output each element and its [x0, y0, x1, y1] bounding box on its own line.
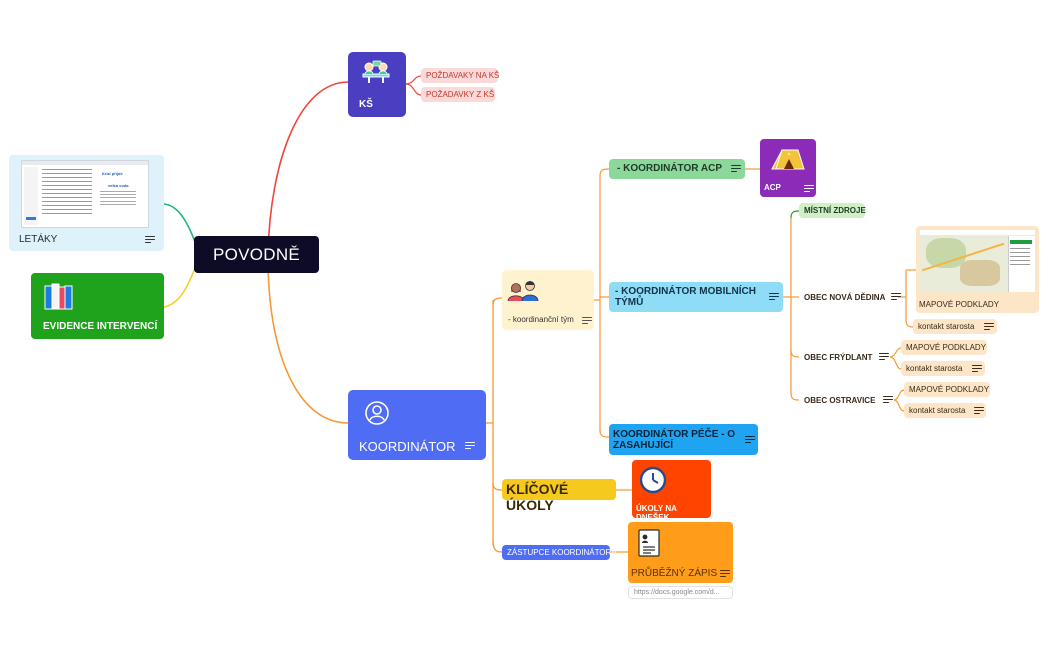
map-card-label: MAPOVÉ PODKLADY	[919, 300, 1000, 309]
tym-label: - koordinanční tým	[508, 315, 574, 324]
mobil-node[interactable]: - KOORDINÁTOR MOBILNÍCH TÝMŮ	[609, 282, 783, 312]
kontakt-starosta-1[interactable]: kontakt starosta	[913, 319, 997, 334]
document-heading: Krizí příjde	[102, 171, 123, 176]
obec-frydlant-node[interactable]: OBEC FRÝDLANT	[799, 349, 890, 365]
notes-icon	[804, 185, 814, 193]
notes-icon	[745, 436, 755, 444]
document-subheading: velká voda	[108, 183, 129, 188]
notes-icon	[145, 236, 155, 244]
notes-icon	[769, 293, 779, 301]
document-thumbnail: Krizí příjde velká voda	[21, 160, 149, 228]
ks-item-2[interactable]: POŽADAVKY Z KŠ	[421, 87, 495, 102]
zapis-card[interactable]: PRŮBĚŽNÝ ZÁPIS	[628, 522, 733, 583]
map-item-frydlant[interactable]: MAPOVÉ PODKLADY	[901, 340, 987, 355]
notes-icon	[891, 293, 902, 301]
obec-ostravice-node[interactable]: OBEC OSTRAVICE	[799, 392, 894, 408]
evidence-label: EVIDENCE INTERVENCÍ	[43, 321, 158, 332]
notes-icon	[720, 570, 730, 578]
tym-node[interactable]: - koordinanční tým	[502, 270, 594, 330]
notes-icon	[974, 406, 985, 415]
root-node[interactable]: POVODNĚ	[194, 236, 319, 273]
notes-icon	[879, 353, 890, 361]
koordinator-label: KOORDINÁTOR	[359, 439, 456, 454]
user-icon	[365, 401, 389, 425]
zapis-link[interactable]: https://docs.google.com/d...	[628, 586, 733, 599]
notes-icon	[465, 442, 475, 450]
notes-icon	[883, 396, 894, 404]
notes-icon	[972, 364, 983, 373]
notes-icon	[984, 322, 995, 331]
kontakt-starosta-3[interactable]: kontakt starosta	[904, 403, 986, 418]
mistni-zdroje-node[interactable]: MÍSTNÍ ZDROJE	[799, 203, 866, 218]
pece-node[interactable]: KOORDINÁTOR PÉČE - O ZASAHUJÍCÍ	[609, 424, 758, 455]
notes-icon	[731, 165, 741, 173]
map-thumbnail	[920, 230, 1035, 292]
acp-card-label: ACP	[764, 183, 781, 192]
koordinator-node[interactable]: KOORDINÁTOR	[348, 390, 486, 460]
map-card[interactable]: MAPOVÉ PODKLADY	[916, 226, 1039, 313]
root-label: POVODNĚ	[212, 244, 301, 264]
evidence-node[interactable]: EVIDENCE INTERVENCÍ	[31, 273, 164, 339]
ks-item-1[interactable]: POŽDAVAKY NA KŠ	[421, 68, 499, 83]
clock-icon	[639, 466, 667, 494]
notes-icon	[582, 317, 592, 325]
team-icon	[507, 281, 539, 302]
obec-nova-dedina-node[interactable]: OBEC NOVÁ DĚDINA	[799, 289, 902, 305]
letaky-node[interactable]: Krizí příjde velká voda LETÁKY	[9, 155, 164, 251]
zapis-card-label: PRŮBĚŽNÝ ZÁPIS	[631, 568, 718, 579]
map-item-ostravice[interactable]: MAPOVÉ PODKLADY	[904, 382, 990, 397]
acp-card[interactable]: ACP	[760, 139, 816, 197]
pece-label: KOORDINÁTOR PÉČE - O ZASAHUJÍCÍ	[613, 429, 736, 451]
meeting-icon	[362, 60, 390, 83]
klicove-ukoly-node[interactable]: KLÍČOVÉ ÚKOLY	[502, 479, 616, 513]
ukoly-card[interactable]: ÚKOLY NA DNEŠEK	[632, 460, 711, 522]
mobil-label: - KOORDINÁTOR MOBILNÍCH TÝMŮ	[615, 286, 756, 308]
ks-label: KŠ	[359, 99, 373, 110]
letaky-label: LETÁKY	[19, 234, 58, 245]
klicove-label: KLÍČOVÉ ÚKOLY	[506, 481, 569, 513]
acp-label: - KOORDINÁTOR ACP	[617, 163, 722, 174]
ukoly-card-label: ÚKOLY NA DNEŠEK	[636, 504, 677, 522]
kontakt-starosta-2[interactable]: kontakt starosta	[901, 361, 985, 376]
acp-node[interactable]: - KOORDINÁTOR ACP	[609, 159, 745, 179]
document-icon	[638, 529, 660, 557]
tent-icon	[771, 149, 805, 170]
zastupce-node[interactable]: ZÁSTUPCE KOORDINÁTORA	[502, 545, 617, 560]
ks-node[interactable]: KŠ	[348, 52, 406, 117]
books-icon	[44, 283, 73, 310]
